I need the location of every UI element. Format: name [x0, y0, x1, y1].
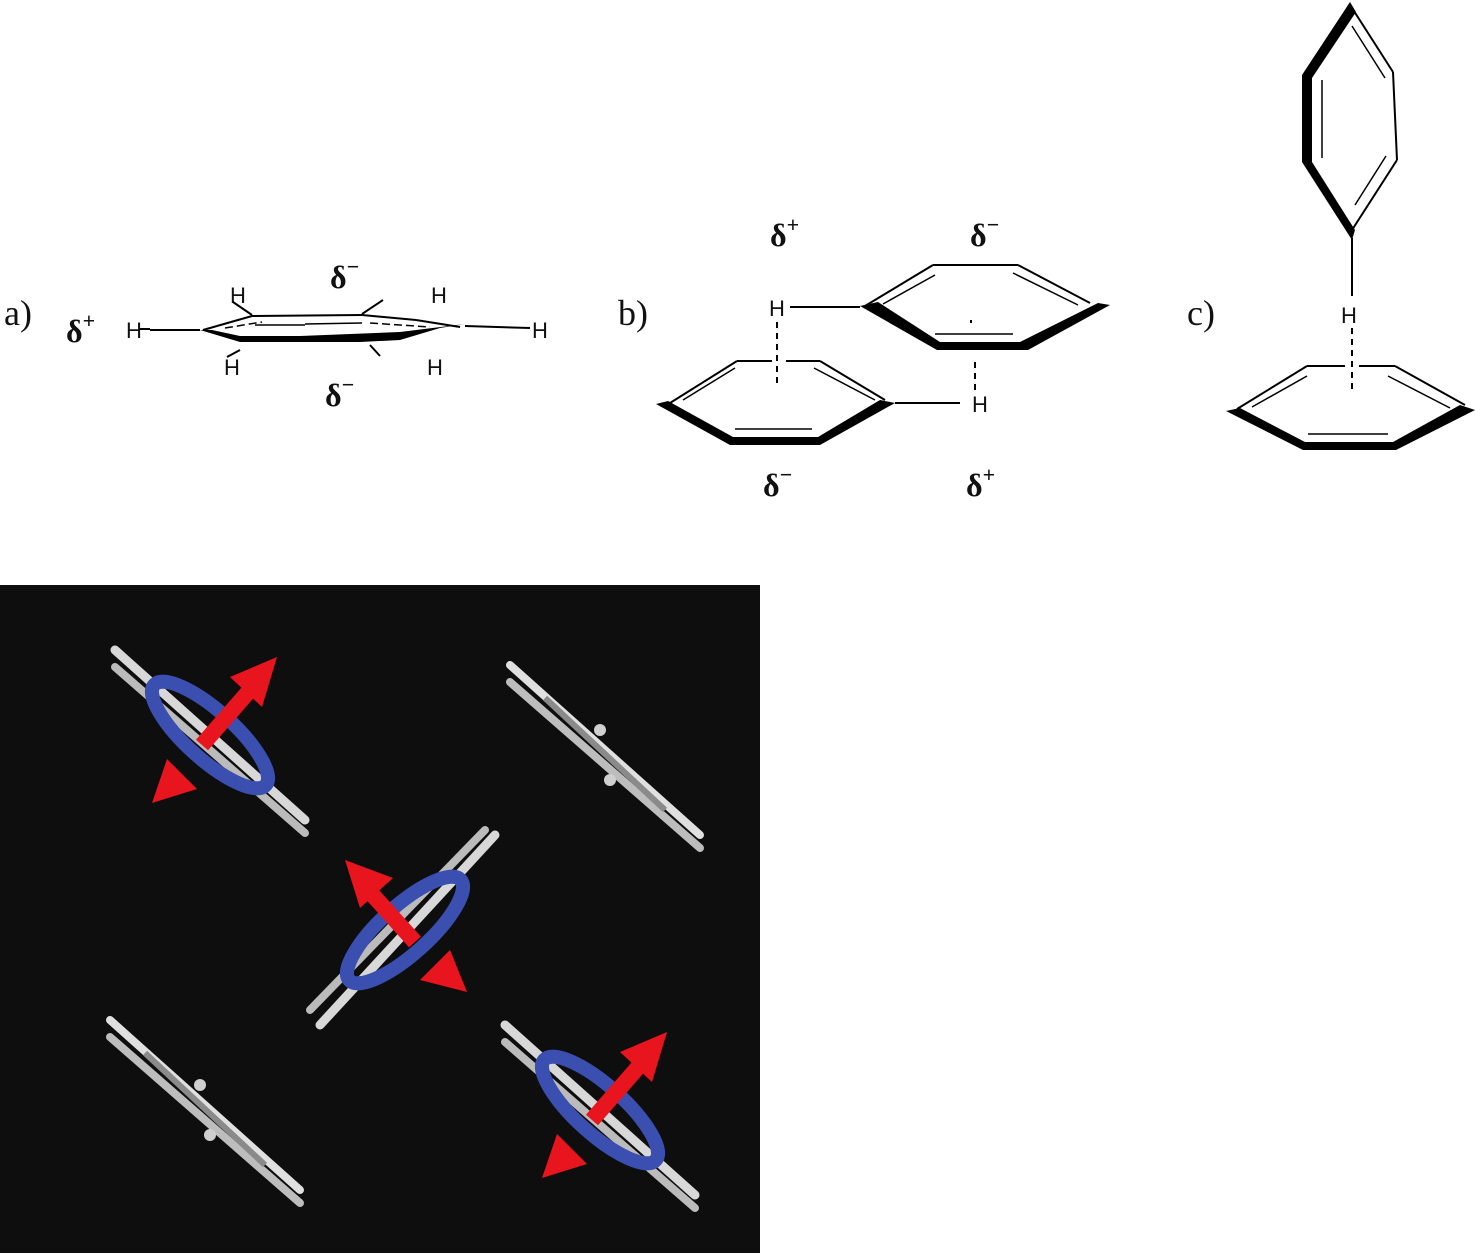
benzene-ring-upper: [790, 264, 1110, 390]
panel-b-label: b): [618, 293, 648, 333]
benzene-ring-edge-on: [140, 299, 531, 358]
hydrogen-atom-bridge: H: [1341, 303, 1357, 328]
benzene-ring-horizontal: [1226, 365, 1475, 450]
charge-delta-plus-bottom-right: δ+: [966, 462, 996, 503]
benzene-ring-lower: [656, 322, 960, 445]
benzene-molecule-5-quadrupole: [505, 1025, 695, 1208]
charge-delta-minus-top: δ−: [330, 254, 360, 295]
hydrogen-atom-lower: H: [972, 392, 988, 417]
benzene-molecule-3-quadrupole: [306, 826, 500, 1030]
hydrogen-atom-bottom-left: H: [224, 355, 240, 380]
benzene-molecule-1-quadrupole: [115, 650, 305, 833]
benzene-ring-vertical: [1302, 2, 1398, 393]
hydrogen-atom-upper: H: [769, 296, 785, 321]
hydrogen-atom-bottom-right: H: [427, 355, 443, 380]
crystal-packing-drawing: [0, 585, 760, 1253]
hydrogen-atom-right: H: [532, 318, 548, 343]
hydrogen-atom-left: H: [126, 318, 142, 343]
charge-delta-minus-top-right: δ−: [970, 212, 1000, 253]
panel-a-label: a): [4, 293, 32, 333]
charge-delta-minus-bottom-left: δ−: [763, 462, 793, 503]
charge-delta-plus-top-left: δ+: [770, 212, 800, 253]
structure-drawings: [140, 2, 1475, 450]
charge-delta-minus-bottom: δ−: [325, 372, 355, 413]
hydrogen-atom-top-right: H: [431, 283, 447, 308]
benzene-molecule-2: [510, 665, 700, 848]
panel-c-label: c): [1187, 293, 1215, 333]
benzene-molecule-4: [110, 1020, 300, 1203]
crystal-packing-view: [0, 585, 760, 1253]
charge-delta-plus-left: δ+: [66, 308, 96, 349]
